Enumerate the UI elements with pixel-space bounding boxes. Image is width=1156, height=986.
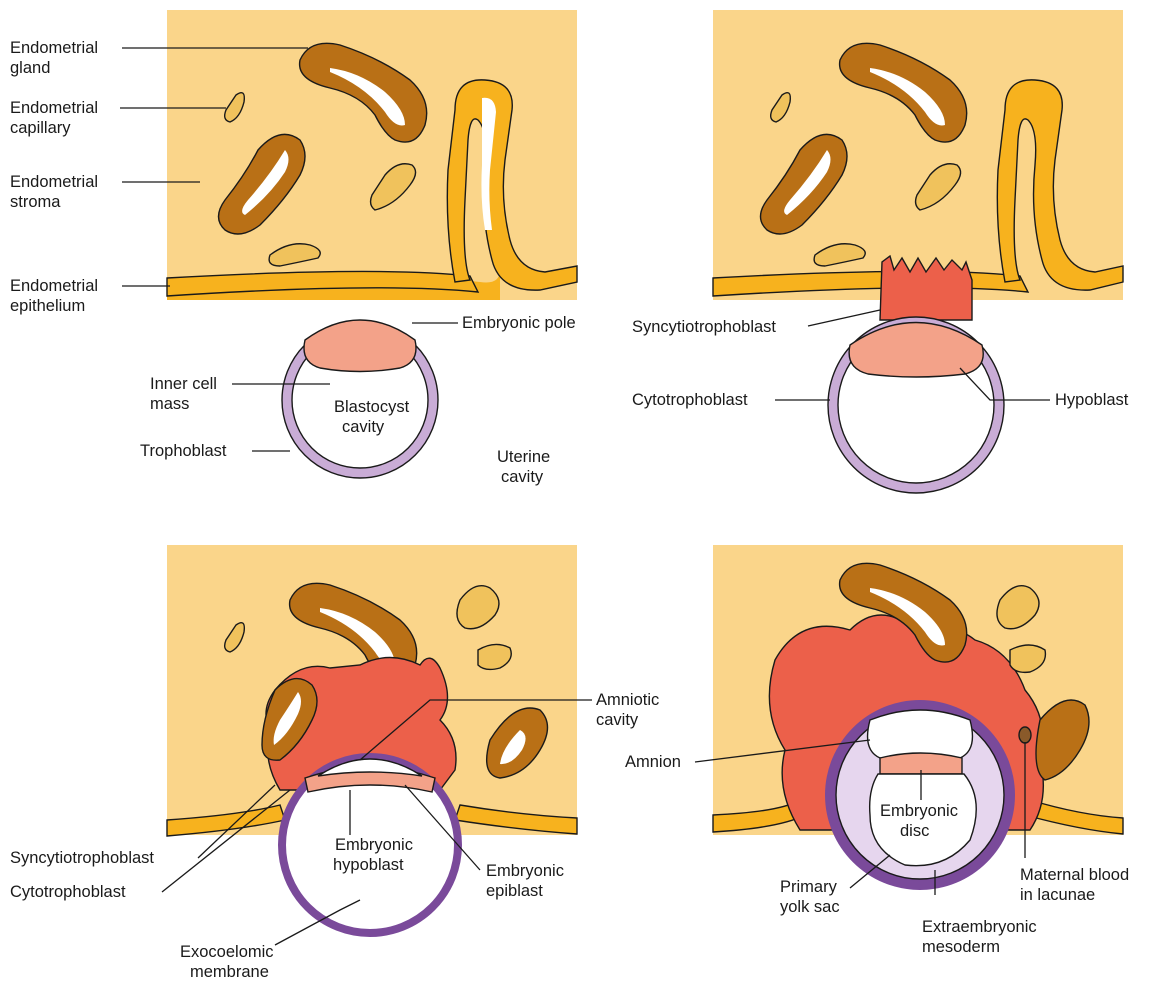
label-syncytiotrophoblast-c: Syncytiotrophoblast xyxy=(10,849,154,867)
label-trophoblast: Trophoblast xyxy=(140,442,227,460)
label-amnion: Amnion xyxy=(625,753,681,771)
amniotic-cavity-d xyxy=(868,710,973,758)
label-hypoblast: Hypoblast xyxy=(1055,391,1129,409)
label-embryonic-pole: Embryonic pole xyxy=(462,314,576,332)
label-syncytiotrophoblast-b: Syncytiotrophoblast xyxy=(632,318,776,336)
label-cytotrophoblast-b: Cytotrophoblast xyxy=(632,391,748,409)
maternal-blood-lacuna-d xyxy=(1019,727,1031,743)
inner-cell-mass-a xyxy=(304,320,416,372)
leader-syncytiotrophoblast-b xyxy=(808,310,880,326)
label-cytotrophoblast-c: Cytotrophoblast xyxy=(10,883,126,901)
panel-b xyxy=(713,10,1123,493)
